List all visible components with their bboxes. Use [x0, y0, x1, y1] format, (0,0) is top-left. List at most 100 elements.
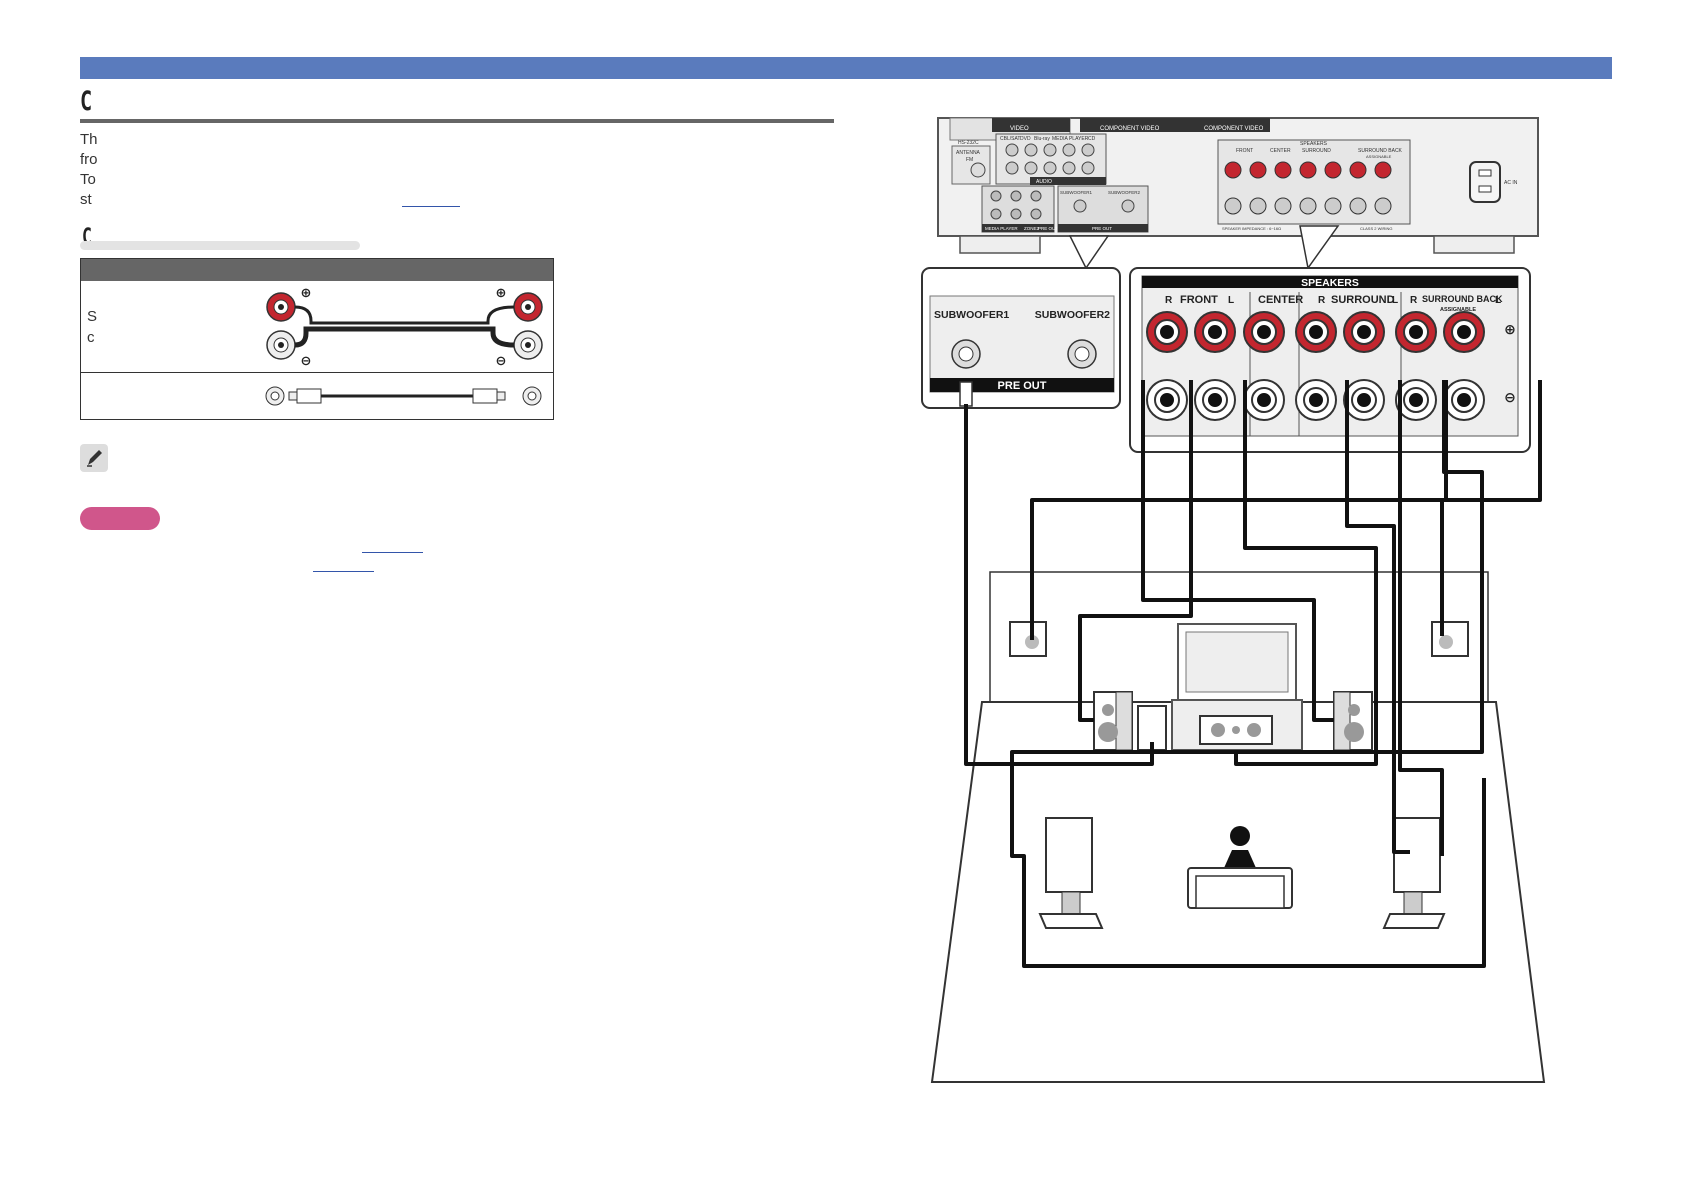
surround-label: SURROUND [1331, 294, 1395, 306]
speaker-terminal-minus [1295, 379, 1337, 421]
speaker-terminal-minus [1443, 379, 1485, 421]
surround-l-label: L [1392, 295, 1398, 306]
panel-label-assignable: ASSIGNABLE [1366, 154, 1392, 159]
surround-back-label: SURROUND BACK [1422, 294, 1503, 304]
cable-table: S c ⊕ ⊕ ⊖ ⊖ [80, 258, 554, 420]
panel-label-surround: SURROUND [1302, 148, 1331, 154]
body-line-2: fro [80, 151, 98, 168]
panel-label-bluray: Blu-ray [1034, 136, 1050, 142]
speaker-terminal-plus [1343, 311, 1385, 353]
surround-right-speaker [1382, 817, 1446, 929]
center-label: CENTER [1258, 294, 1303, 306]
surround-back-r-label: R [1410, 295, 1418, 306]
plus-symbol-left: ⊕ [301, 285, 312, 300]
panel-label-zone2: ZONE2 [1024, 226, 1040, 231]
listener-on-sofa [1187, 826, 1293, 909]
speaker-terminals-callout: SPEAKERS R FRONT L CENTER R SURROUND L R… [1129, 267, 1531, 453]
panel-label-audio: AUDIO [1036, 179, 1052, 185]
pencil-icon-glyph [87, 450, 102, 467]
speaker-terminal-plus [1443, 311, 1485, 353]
page-reference-link-3[interactable] [313, 571, 374, 572]
subwoofer-cable-illustration [265, 386, 542, 406]
callout-wedges [1068, 225, 1340, 270]
speaker-terminal-minus [1243, 379, 1285, 421]
panel-label-dvd: DVD [1020, 136, 1031, 142]
speakers-title: SPEAKERS [1301, 277, 1359, 289]
body-line-4: st [80, 191, 92, 208]
speaker-terminal-minus [1146, 379, 1188, 421]
panel-label-speakers: SPEAKERS [1300, 141, 1328, 147]
minus-symbol-left: ⊖ [301, 353, 312, 368]
pre-out-callout: PRE OUT SUBWOOFER1 SUBWOOFER2 [921, 267, 1121, 409]
panel-label-media-player-2: MEDIA PLAYER [985, 226, 1018, 231]
front-right-speaker [1333, 691, 1373, 751]
speaker-cable-illustration [266, 292, 543, 360]
speaker-cable-label-line-1: S [87, 308, 98, 325]
panel-label-subwoofer2-small: SUBWOOFER2 [1108, 190, 1141, 195]
body-line-1: Th [80, 131, 98, 148]
speaker-terminal-plus [1146, 311, 1188, 353]
speaker-cables [964, 380, 1542, 968]
page-reference-link[interactable] [402, 206, 460, 207]
page-reference-link-2[interactable] [362, 552, 423, 553]
cable-table-header [81, 259, 553, 281]
panel-label-video: VIDEO [1010, 126, 1029, 132]
panel-label-cd: CD [1088, 136, 1096, 142]
panel-label-center: CENTER [1270, 148, 1291, 154]
panel-label-antenna: ANTENNA [956, 150, 981, 156]
surround-back-right-speaker [1431, 621, 1469, 657]
assignable-label: ASSIGNABLE [1440, 307, 1476, 313]
surround-r-label: R [1318, 295, 1326, 306]
panel-label-class2: CLASS 2 WIRING [1360, 226, 1392, 231]
speaker-terminal-plus [1194, 311, 1236, 353]
section-title-rule [80, 119, 834, 123]
subwoofer1-label: SUBWOOFER1 [934, 309, 1009, 321]
speaker-terminal-plus [1395, 311, 1437, 353]
surround-back-l-label: L [1495, 295, 1501, 306]
front-left-speaker [1093, 691, 1133, 751]
panel-label-subwoofer1-small: SUBWOOFER1 [1060, 190, 1093, 195]
speaker-terminal-row [1146, 311, 1485, 421]
surround-left-speaker [1038, 817, 1104, 929]
front-r-label: R [1165, 295, 1173, 306]
receiver-rear-panel: VIDEO COMPONENT VIDEO COMPONENT VIDEO HS… [937, 117, 1539, 254]
ac-in-label: AC IN [1504, 180, 1518, 186]
tv-and-center-speaker [1171, 623, 1303, 751]
panel-label-fm: FM [966, 157, 973, 163]
front-label: FRONT [1180, 294, 1218, 306]
speaker-terminal-plus [1295, 311, 1337, 353]
caution-badge [80, 507, 160, 530]
panel-label-pre-out: PRE OUT [1038, 226, 1058, 231]
panel-label-component-video-1: COMPONENT VIDEO [1100, 126, 1160, 132]
subsection-title: C [82, 225, 92, 250]
plus-symbol-right: ⊕ [496, 285, 507, 300]
panel-label-media-player: MEDIA PLAYER [1052, 136, 1089, 142]
pencil-icon [80, 444, 108, 472]
speaker-terminal-minus [1194, 379, 1236, 421]
pre-out-label: PRE OUT [998, 380, 1047, 392]
speaker-cable-label-line-2: c [87, 329, 95, 346]
panel-label-component-video-2: COMPONENT VIDEO [1204, 126, 1264, 132]
minus-symbol-right: ⊖ [496, 353, 507, 368]
speaker-terminal-minus [1343, 379, 1385, 421]
panel-label-cbl-sat: CBL/SAT [1000, 136, 1020, 142]
plus-symbol-panel: ⊕ [1504, 321, 1516, 337]
minus-symbol-panel: ⊖ [1504, 389, 1516, 405]
panel-label-surround-back: SURROUND BACK [1358, 148, 1403, 154]
speaker-terminal-minus [1395, 379, 1437, 421]
section-header-bar [80, 57, 1612, 79]
speaker-terminal-plus [1243, 311, 1285, 353]
cable-table-divider [81, 372, 553, 373]
panel-label-pre-out-2: PRE OUT [1092, 226, 1112, 231]
subsection-title-rule [80, 241, 360, 250]
surround-back-left-speaker [1009, 621, 1047, 657]
panel-label-impedance: SPEAKER IMPEDANCE : 6~16Ω [1222, 226, 1281, 231]
front-l-label: L [1228, 295, 1234, 306]
body-line-3: To [80, 171, 96, 188]
speaker-connection-diagram: VIDEO COMPONENT VIDEO COMPONENT VIDEO HS… [921, 117, 1546, 1083]
section-title: C [80, 86, 93, 117]
cable-illustrations: ⊕ ⊕ ⊖ ⊖ [265, 285, 543, 406]
panel-label-front: FRONT [1236, 148, 1253, 154]
panel-label-rs232c: HS-232C [958, 140, 979, 146]
subwoofer2-label: SUBWOOFER2 [1035, 309, 1110, 321]
